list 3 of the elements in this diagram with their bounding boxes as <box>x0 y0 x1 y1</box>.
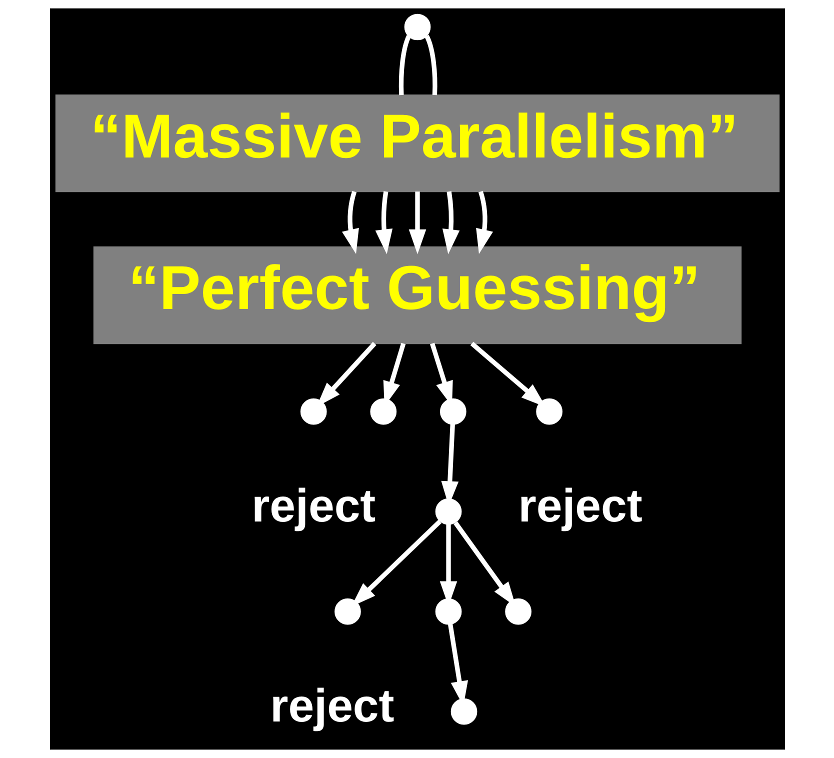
node-label: reject <box>518 480 642 532</box>
node-label: reject <box>270 680 394 732</box>
node-label: reject <box>251 480 376 532</box>
